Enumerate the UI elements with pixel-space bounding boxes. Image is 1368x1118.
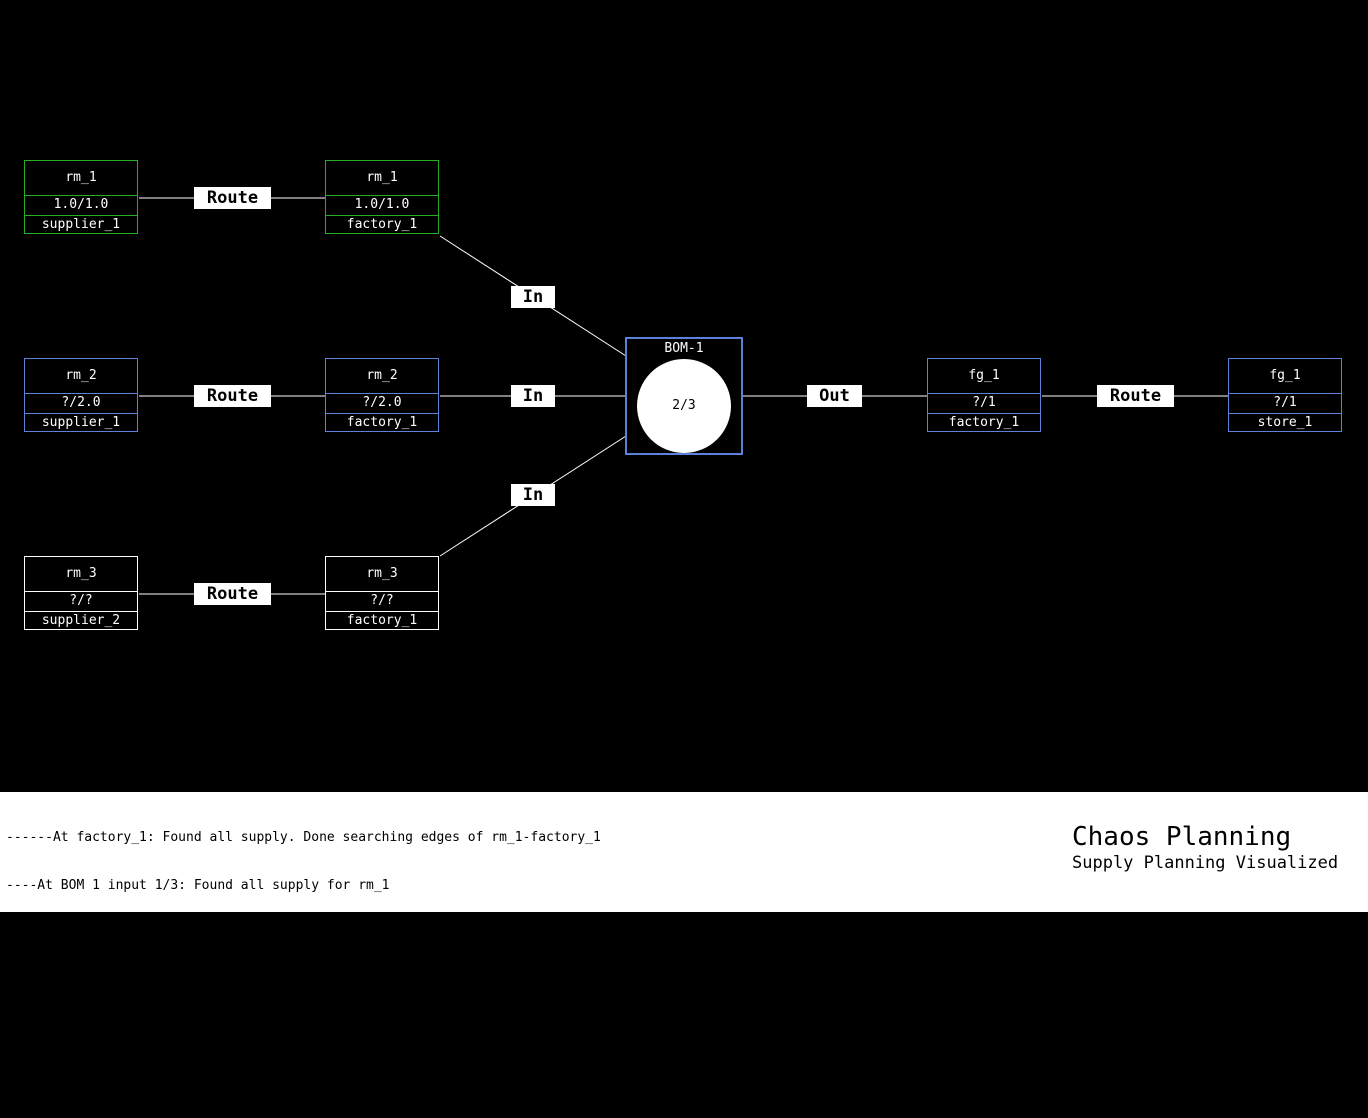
edge-label-route-rm3: Route <box>194 583 271 605</box>
log-line: ------At factory_1: No inventory for rm_… <box>6 1022 327 1037</box>
node-rm1-supplier[interactable]: rm_1 1.0/1.0 supplier_1 <box>24 160 138 234</box>
edge-label-route-fg1: Route <box>1097 385 1174 407</box>
node-name: rm_2 <box>65 368 97 383</box>
node-name: rm_1 <box>366 170 398 185</box>
node-fg1-store[interactable]: fg_1 ?/1 store_1 <box>1228 358 1342 432</box>
bom-node[interactable]: BOM-1 2/3 <box>625 337 743 455</box>
node-location: supplier_1 <box>25 413 137 431</box>
node-name: rm_2 <box>366 368 398 383</box>
node-quantity: ?/1 <box>1229 393 1341 413</box>
edge-label-in-rm2: In <box>511 385 555 407</box>
bom-title: BOM-1 <box>664 341 704 356</box>
node-quantity: ?/1 <box>928 393 1040 413</box>
edge-label-route-rm1: Route <box>194 187 271 209</box>
log-line: ------At factory_1: Searching BodEdge rm… <box>6 1070 562 1085</box>
node-fg1-factory[interactable]: fg_1 ?/1 factory_1 <box>927 358 1041 432</box>
log-line: ------At factory_1: Searching inventory … <box>6 974 437 989</box>
node-quantity: ?/2.0 <box>25 393 137 413</box>
brand-title: Chaos Planning <box>1072 822 1292 852</box>
log-panel: ------At factory_1: Found all supply. Do… <box>0 792 1368 1085</box>
node-name: fg_1 <box>968 368 1000 383</box>
diagram-canvas: Route Route Route In In In Out Route rm_… <box>24 160 1342 630</box>
log-line: ------At factory_1: Found all supply. Do… <box>6 830 601 845</box>
node-rm2-supplier[interactable]: rm_2 ?/2.0 supplier_1 <box>24 358 138 432</box>
log-line: ----At BOM 1 input 2/3: Searching for 2.… <box>6 926 390 941</box>
node-location: supplier_1 <box>25 215 137 233</box>
node-quantity: 1.0/1.0 <box>326 195 438 215</box>
node-location: store_1 <box>1229 413 1341 431</box>
node-rm1-factory[interactable]: rm_1 1.0/1.0 factory_1 <box>325 160 439 234</box>
node-name: fg_1 <box>1269 368 1301 383</box>
node-location: factory_1 <box>326 413 438 431</box>
node-name: rm_3 <box>65 566 97 581</box>
edge-label-route-rm2: Route <box>194 385 271 407</box>
node-location: factory_1 <box>326 611 438 629</box>
brand-subtitle: Supply Planning Visualized <box>1072 853 1339 873</box>
bom-progress-circle: 2/3 <box>637 359 731 453</box>
node-name: rm_3 <box>366 566 398 581</box>
node-quantity: 1.0/1.0 <box>25 195 137 215</box>
node-location: supplier_2 <box>25 611 137 629</box>
node-quantity: ?/? <box>25 591 137 611</box>
node-rm3-factory[interactable]: rm_3 ?/? factory_1 <box>325 556 439 630</box>
node-location: factory_1 <box>928 413 1040 431</box>
node-name: rm_1 <box>65 170 97 185</box>
edge-label-in-rm3: In <box>511 484 555 506</box>
node-quantity: ?/2.0 <box>326 393 438 413</box>
node-quantity: ?/? <box>326 591 438 611</box>
brand: Chaos Planning Supply Planning Visualize… <box>1072 822 1338 874</box>
node-rm3-supplier[interactable]: rm_3 ?/? supplier_2 <box>24 556 138 630</box>
edge-label-in-rm1: In <box>511 286 555 308</box>
edge-label-out-fg1: Out <box>807 385 862 407</box>
log-list: ------At factory_1: Found all supply. Do… <box>6 798 601 1118</box>
node-location: factory_1 <box>326 215 438 233</box>
node-rm2-factory[interactable]: rm_2 ?/2.0 factory_1 <box>325 358 439 432</box>
log-line: ----At BOM 1 input 1/3: Found all supply… <box>6 878 390 893</box>
